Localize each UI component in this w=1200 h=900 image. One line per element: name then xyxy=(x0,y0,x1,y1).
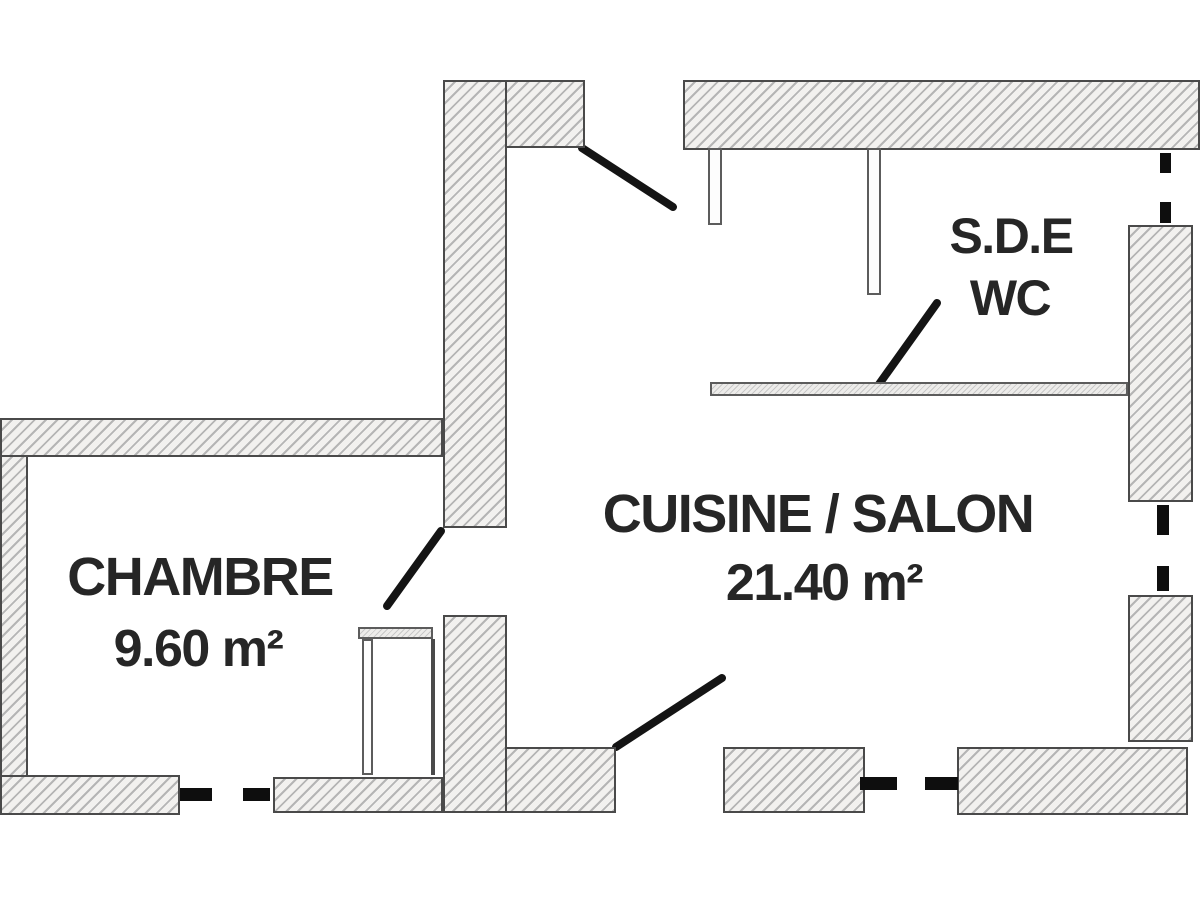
room-label-chambre: CHAMBRE xyxy=(67,547,334,607)
sde-bottom-thin-wall xyxy=(710,382,1128,396)
chambre-door-frame-top xyxy=(358,627,433,639)
right-wall-upper xyxy=(1128,225,1193,502)
top-wall-stub xyxy=(505,80,585,148)
window-dash-bottom-1 xyxy=(860,777,897,790)
chambre-door-swing xyxy=(383,527,445,610)
room-label-wc: WC xyxy=(969,270,1052,326)
chambre-door-jamb-line xyxy=(431,639,435,775)
room-label-sde: S.D.E xyxy=(949,208,1074,264)
room-size-cuisine-salon: 21.40 m² xyxy=(725,554,924,612)
center-wall-lower xyxy=(443,615,507,813)
chambre-bottom-wall xyxy=(0,775,180,815)
door-dash-chambre-2 xyxy=(243,788,270,801)
bottom-wall-left-of-entry xyxy=(273,777,443,813)
chambre-door-leaf xyxy=(362,639,373,775)
window-dash-right-mid-2 xyxy=(1157,566,1169,591)
partition-stub-right xyxy=(867,148,881,295)
sde-door-swing xyxy=(873,299,941,391)
door-dash-chambre-1 xyxy=(180,788,212,801)
cuisine-door-swing xyxy=(612,674,726,751)
entry-door-swing xyxy=(578,144,677,211)
right-wall-lower xyxy=(1128,595,1193,742)
bottom-wall-cuisine-left xyxy=(505,747,616,813)
partition-stub-left xyxy=(708,148,722,225)
window-dash-right-top-2 xyxy=(1160,202,1171,223)
window-dash-right-top-1 xyxy=(1160,153,1171,173)
center-wall-upper xyxy=(443,80,507,528)
room-size-chambre: 9.60 m² xyxy=(113,620,284,678)
chambre-top-wall xyxy=(0,418,443,457)
room-label-cuisine-salon: CUISINE / SALON xyxy=(602,484,1035,544)
window-dash-bottom-2 xyxy=(925,777,958,790)
top-wall-right xyxy=(683,80,1200,150)
bottom-wall-center xyxy=(723,747,865,813)
window-dash-right-mid-1 xyxy=(1157,505,1169,535)
bottom-wall-right xyxy=(957,747,1188,815)
chambre-left-wall xyxy=(0,455,28,777)
